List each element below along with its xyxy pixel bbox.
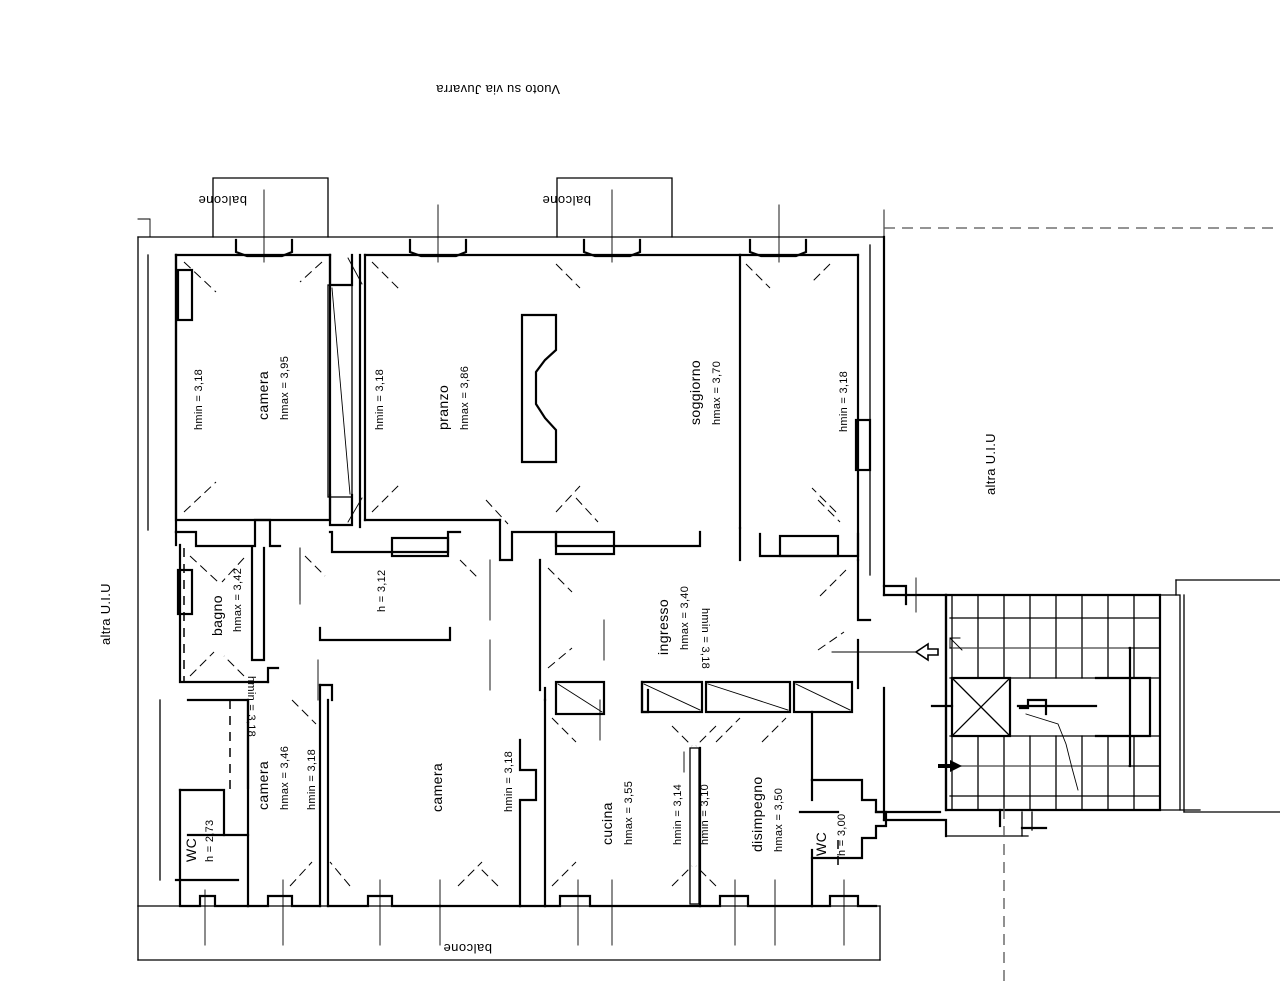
room-cucina: cucina hmax = 3,55 hmin = 3,14 hmin = 3,… [543, 686, 717, 908]
bottom-facade: balcone [137, 878, 881, 961]
soggiorno-hmin: hmin = 3,18 [838, 371, 850, 432]
room-ingresso: ingresso hmax = 3,40 hmin = 3,18 [538, 558, 872, 692]
camera1-hmax: hmax = 3,95 [279, 356, 291, 420]
left-exterior-line [137, 236, 161, 907]
soggiorno-name: soggiorno [687, 360, 703, 425]
wc-left-name: WC [183, 838, 199, 862]
right-exterior-lines [1031, 579, 1280, 831]
room-soggiorno: soggiorno hmax = 3,70 hmin = 3,18 [687, 253, 872, 530]
ingresso-hmin: hmin = 3,18 [699, 608, 711, 669]
entrance-arrow [831, 642, 939, 662]
wc-right-name: WC [813, 832, 829, 856]
cucina-name: cucina [599, 802, 615, 845]
corridoio-h: h = 3,12 [376, 570, 388, 612]
camera3-hmin: hmin = 3,18 [503, 751, 515, 812]
ingresso-closets [554, 680, 854, 716]
balcony-top-left: balcone [198, 177, 329, 238]
disimpegno-name: disimpegno [749, 776, 765, 852]
soggiorno-hmax: hmax = 3,70 [711, 361, 723, 425]
balcony-top-right-label: balcone [542, 193, 591, 208]
cucina-hmin-1: hmin = 3,14 [672, 784, 684, 845]
altra-uiu-right: altra U.I.U [983, 433, 998, 495]
room-camera-3: camera hmin = 3,18 [326, 698, 538, 908]
apartment-outer-walls [174, 235, 886, 597]
label-vuoto-via-juvarra: Vuoto su via Juvarra [436, 82, 560, 97]
room-wc-right: WC h = 3,00 [798, 778, 888, 870]
room-camera-1: hmin = 3,18 camera hmax = 3,95 [174, 253, 332, 522]
room-bagno: bagno hmax = 3,42 hmin = 3,18 [176, 543, 280, 737]
ingresso-hmax: hmax = 3,40 [679, 586, 691, 650]
landing-connection [874, 577, 1201, 838]
wc-right-h: h = 3,00 [836, 814, 848, 856]
street-edge-top [137, 209, 885, 238]
room-camera-2: camera hmax = 3,46 hmin = 3,18 [246, 683, 351, 908]
room-disimpegno: disimpegno hmax = 3,50 [698, 710, 814, 908]
altra-uiu-left: altra U.I.U [98, 583, 113, 645]
camera2-name: camera [255, 761, 271, 810]
divider-camera1-pranzo [327, 253, 363, 529]
vuoto-text: Vuoto su via Juvarra [436, 82, 560, 97]
pranzo-hmin: hmin = 3,18 [374, 369, 386, 430]
disimpegno-hmax: hmax = 3,50 [773, 788, 785, 852]
camera1-hmin: hmin = 3,18 [193, 369, 205, 430]
misc-detail-marks [299, 547, 685, 773]
pranzo-hmax: hmax = 3,86 [459, 366, 471, 430]
cucina-hmax: hmax = 3,55 [623, 781, 635, 845]
balcony-top-left-label: balcone [198, 193, 247, 208]
pranzo-name: pranzo [435, 385, 451, 430]
ingresso-name: ingresso [655, 599, 671, 655]
cucina-hmin-2: hmin = 3,10 [699, 784, 711, 845]
camera2-hmin: hmin = 3,18 [306, 749, 318, 810]
room-pranzo: hmin = 3,18 pranzo hmax = 3,86 [363, 253, 581, 522]
bagno-hmin: hmin = 3,18 [245, 676, 257, 737]
camera1-name: camera [255, 371, 271, 420]
balcony-bottom-label: balcone [443, 941, 492, 956]
bagno-name: bagno [209, 595, 225, 636]
window-mullions-top [263, 189, 780, 263]
camera3-name: camera [429, 763, 445, 812]
mid-wall-band [174, 497, 860, 579]
wc-left-h: h = 2,73 [204, 820, 216, 862]
bagno-hmax: hmax = 3,42 [232, 568, 244, 632]
camera2-hmax: hmax = 3,46 [279, 746, 291, 810]
balcony-top-right: balcone [542, 177, 673, 238]
stairwell-block [930, 593, 1162, 830]
decorative-wall-niche [520, 313, 558, 464]
